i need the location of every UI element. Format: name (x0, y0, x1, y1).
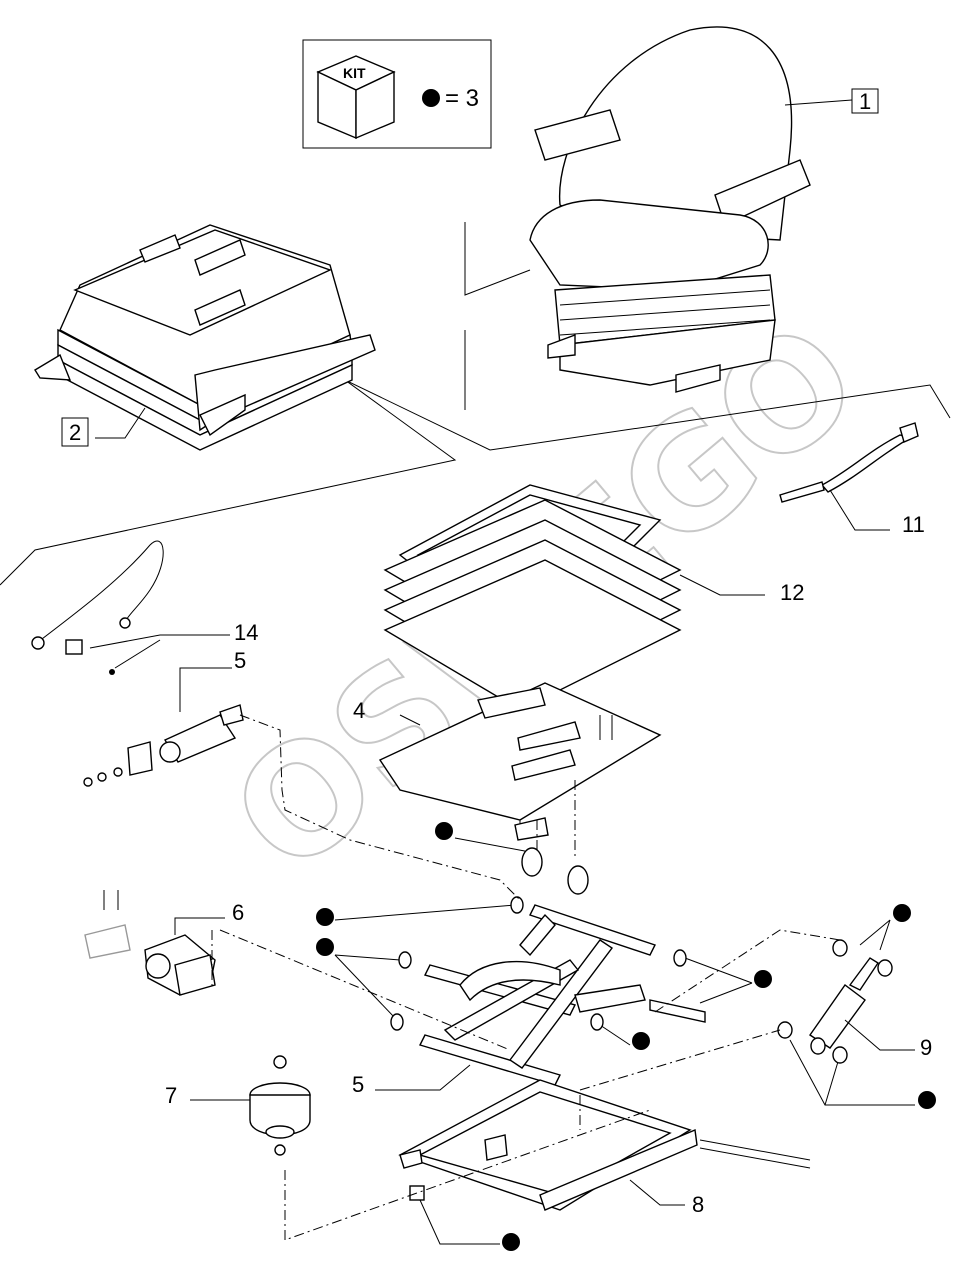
kit-dot-icon (502, 1233, 520, 1251)
callout-14: 14 (234, 620, 258, 645)
actuator-upper (83, 704, 244, 787)
seat-assembly (529, 26, 811, 393)
kit-dot-icon (316, 938, 334, 956)
suspension-base (34, 224, 376, 451)
callout-1: 1 (859, 89, 871, 114)
kit-cube-icon (316, 55, 396, 140)
kit-dot-icon (893, 904, 911, 922)
damper-part (777, 939, 893, 1064)
callout-6: 6 (232, 900, 244, 925)
scissor-mechanism (419, 904, 706, 1086)
assembly-lines (211, 714, 841, 1241)
air-spring-part (249, 1055, 311, 1156)
kit-dot-icon (422, 89, 440, 107)
kit-dot-icon (918, 1091, 936, 1109)
callout-12: 12 (780, 580, 804, 605)
callout-7: 7 (165, 1083, 177, 1108)
kit-dot-icon (754, 970, 772, 988)
callout-11: 11 (902, 512, 925, 537)
kit-label: KIT (343, 65, 366, 81)
callout-4: 4 (353, 698, 365, 723)
kit-dot-icon (435, 822, 453, 840)
rubber-mounts (390, 847, 687, 1031)
callout-9: 9 (920, 1035, 932, 1060)
callout-2: 2 (69, 420, 81, 445)
callout-5a: 5 (234, 648, 246, 673)
motor-part (84, 890, 216, 996)
kit-markers (316, 822, 936, 1251)
kit-equation: = 3 (445, 85, 479, 112)
kit-dot-icon (316, 908, 334, 926)
bellows-part (383, 484, 682, 711)
rod-part (779, 422, 919, 503)
callout-8: 8 (692, 1192, 704, 1217)
top-plate (378, 682, 662, 841)
kit-legend: KIT = 3 (302, 39, 492, 149)
callout-5b: 5 (352, 1072, 364, 1097)
cable-part (31, 540, 164, 675)
base-frame (398, 1079, 811, 1211)
guide-lines (0, 222, 951, 586)
kit-dot-icon (632, 1032, 650, 1050)
